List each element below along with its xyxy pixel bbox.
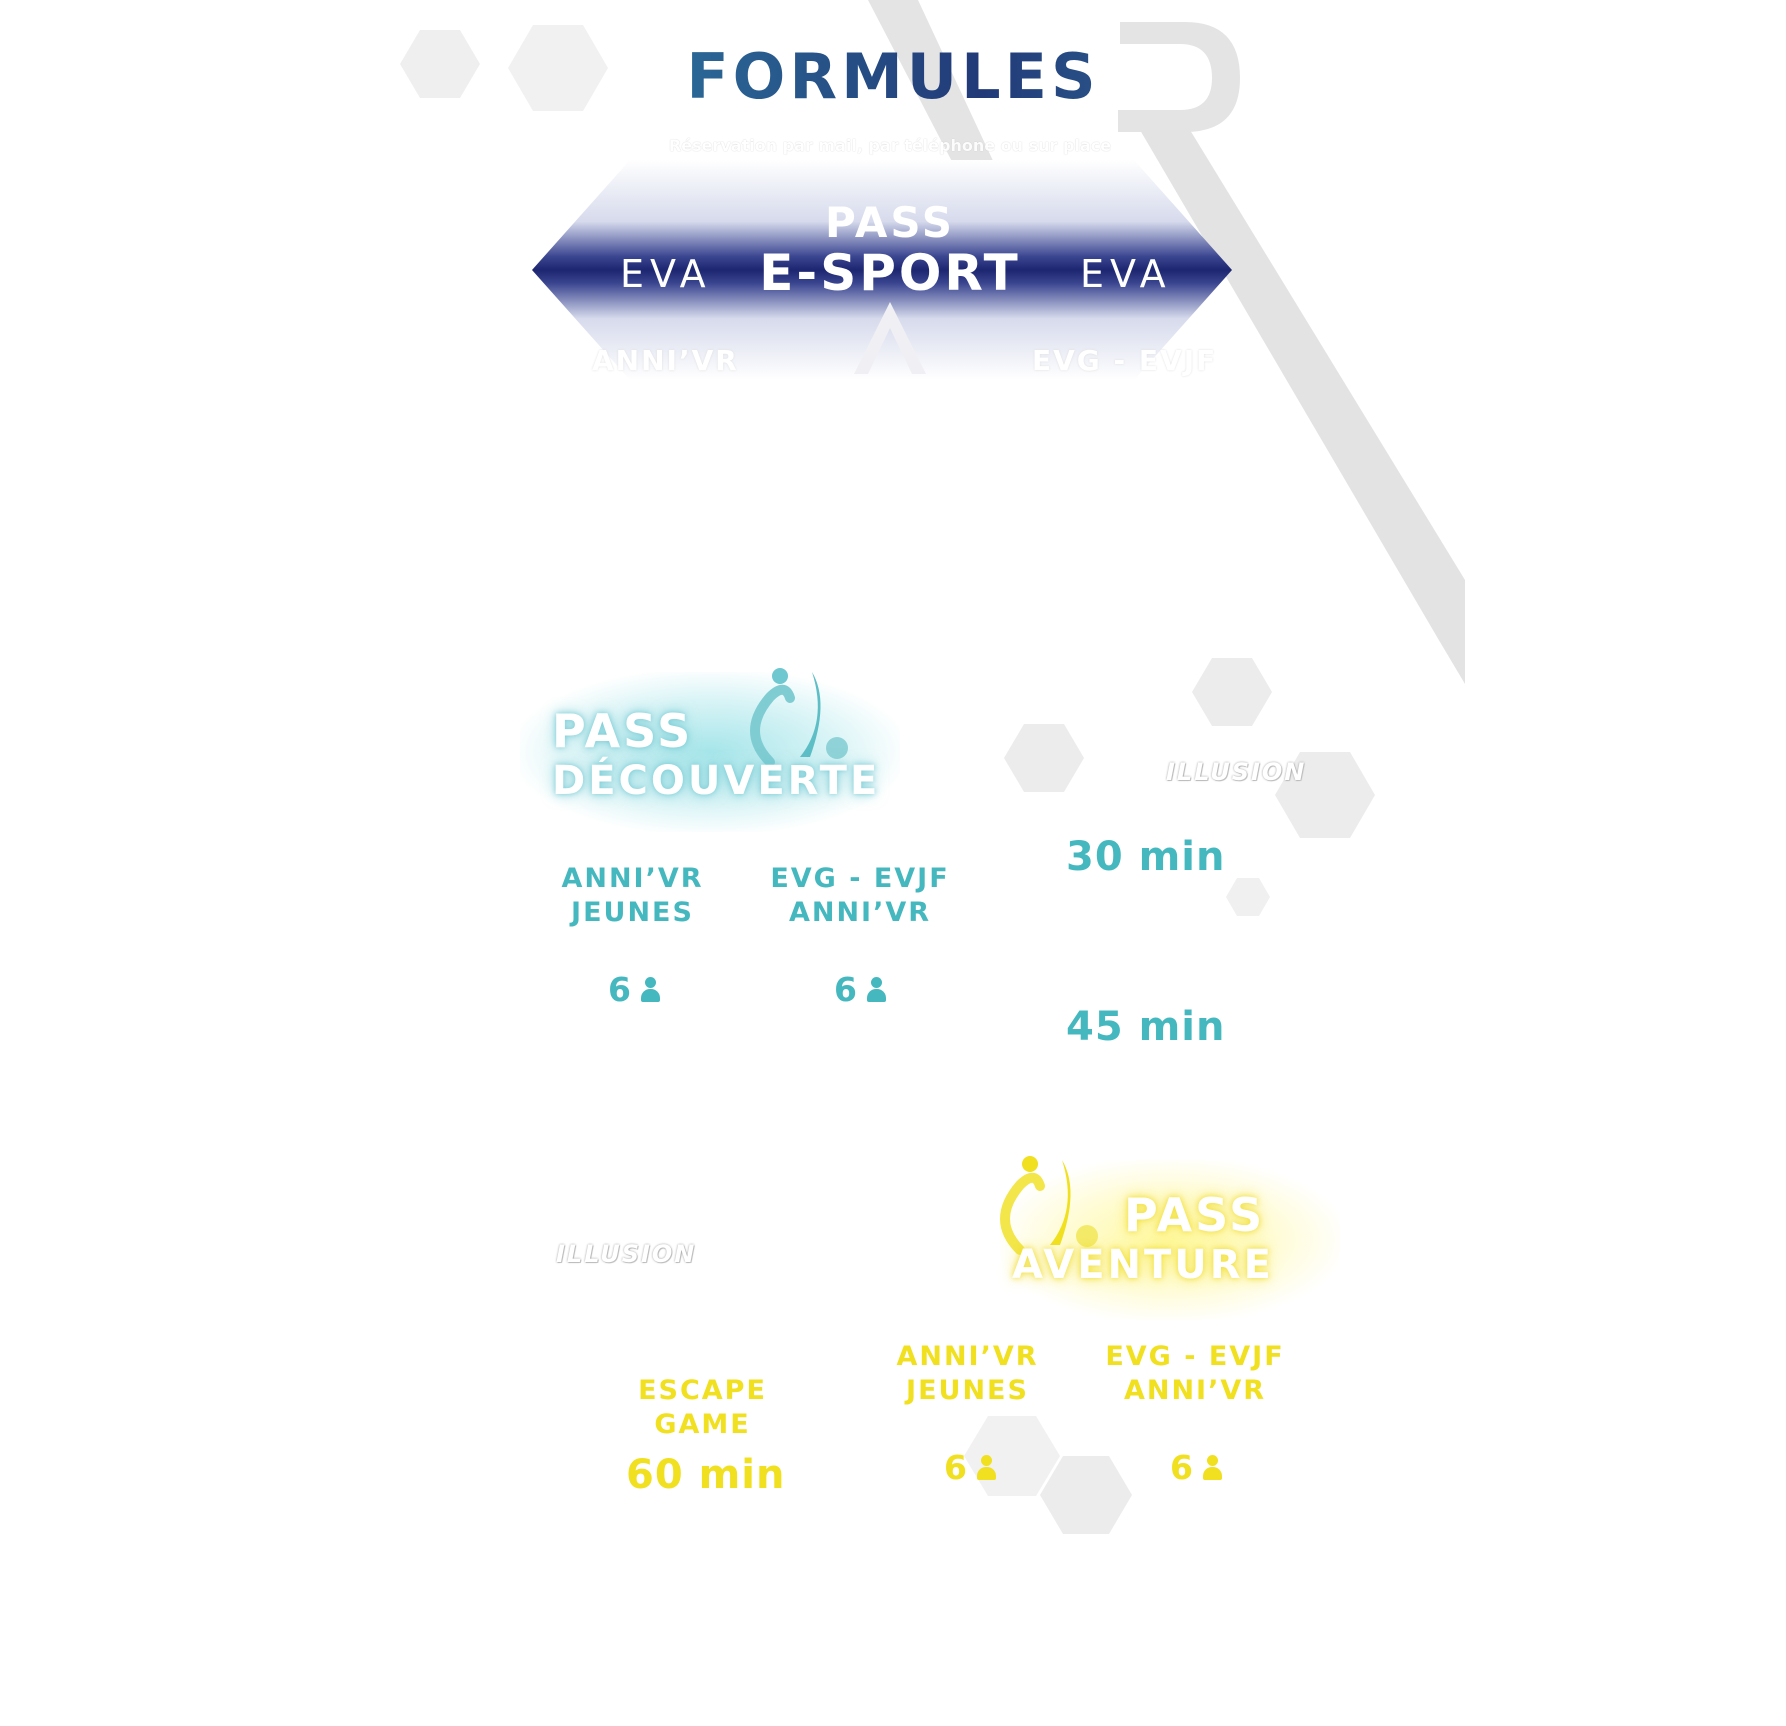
- aventure-col1-count: 6: [944, 1448, 968, 1487]
- aventure-pass-label: PASS: [1124, 1188, 1266, 1242]
- bg-hexagon: [400, 30, 480, 98]
- decouverte-pass-label: PASS: [552, 704, 694, 758]
- aventure-col2-title: EVG - EVJF ANNI’VR: [1090, 1340, 1300, 1408]
- duration-45: 45 min: [1066, 1004, 1226, 1050]
- esport-pass-label: PASS: [824, 198, 956, 247]
- page-subtitle: Réservation par mail, par téléphone ou s…: [668, 136, 1112, 155]
- aventure-col2-players: 6: [1170, 1448, 1222, 1487]
- aventure-col1-title: ANNI’VR JEUNES: [875, 1340, 1060, 1408]
- decouverte-col2-players: 6: [834, 970, 886, 1009]
- decouverte-col1-players: 6: [608, 970, 660, 1009]
- decouverte-name: DÉCOUVERTE: [552, 758, 881, 804]
- escape-line1: ESCAPE: [638, 1375, 767, 1406]
- bg-hexagon: [1192, 658, 1272, 726]
- aventure-col1-line1: ANNI’VR: [896, 1341, 1039, 1372]
- bg-hexagon: [508, 25, 608, 111]
- esport-faded-left: ANNI’VR: [592, 344, 739, 377]
- person-icon: [976, 1455, 996, 1481]
- escape-game-title: ESCAPE GAME: [600, 1374, 805, 1442]
- bg-hexagon: [1226, 878, 1270, 916]
- eva-watermark-icon: [854, 302, 926, 374]
- illusion-logo: ILLUSION: [556, 1240, 697, 1268]
- decouverte-col2-count: 6: [834, 970, 858, 1009]
- person-icon: [866, 977, 886, 1003]
- decouverte-col2-line2: ANNI’VR: [788, 897, 932, 928]
- decouverte-col1-count: 6: [608, 970, 632, 1009]
- decouverte-col1-line2: JEUNES: [571, 897, 694, 928]
- aventure-col1-players: 6: [944, 1448, 996, 1487]
- esport-name: E-SPORT: [759, 244, 1021, 302]
- bg-hexagon: [964, 1416, 1060, 1496]
- illusion-logo: ILLUSION: [1166, 758, 1307, 786]
- decouverte-col1-title: ANNI’VR JEUNES: [540, 862, 725, 930]
- planet-logo-icon: [1000, 1156, 1098, 1255]
- aventure-name: AVENTURE: [1012, 1242, 1274, 1288]
- person-icon: [640, 977, 660, 1003]
- aventure-col2-count: 6: [1170, 1448, 1194, 1487]
- person-icon: [1202, 1455, 1222, 1481]
- duration-30: 30 min: [1066, 834, 1226, 880]
- planet-logo-icon: [750, 668, 848, 767]
- duration-60: 60 min: [626, 1452, 786, 1498]
- decouverte-col2-title: EVG - EVJF ANNI’VR: [755, 862, 965, 930]
- esport-faded-right: EVG - EVJF: [1032, 344, 1218, 377]
- decouverte-col2-line1: EVG - EVJF: [770, 863, 950, 894]
- aventure-col1-line2: JEUNES: [906, 1375, 1029, 1406]
- bg-hexagon: [1040, 1456, 1132, 1534]
- eva-logo-left: EVA: [620, 252, 712, 296]
- aventure-col2-line1: EVG - EVJF: [1105, 1341, 1285, 1372]
- page-title: FORMULES: [0, 42, 1786, 112]
- eva-logo-right: EVA: [1080, 252, 1172, 296]
- aventure-col2-line2: ANNI’VR: [1123, 1375, 1267, 1406]
- decouverte-col1-line1: ANNI’VR: [561, 863, 704, 894]
- escape-line2: GAME: [654, 1409, 751, 1440]
